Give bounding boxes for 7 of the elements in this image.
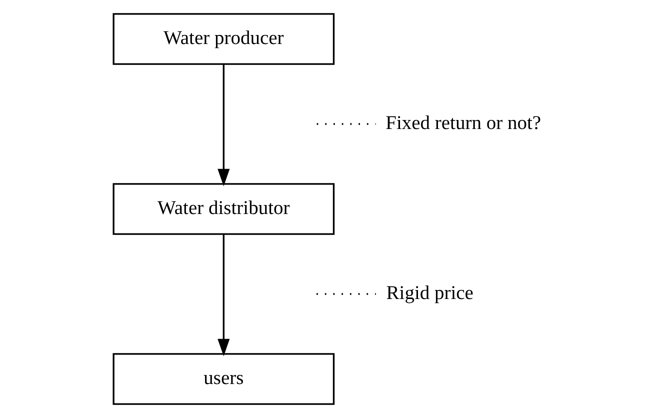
node-box: Water distributor xyxy=(112,183,335,235)
arrow xyxy=(218,64,230,186)
node-text: Rigid price xyxy=(386,283,474,304)
node-text: Fixed return or not? xyxy=(386,113,542,134)
arrow xyxy=(218,234,230,356)
node-box: users xyxy=(112,353,335,405)
node-box: Water producer xyxy=(112,13,335,65)
